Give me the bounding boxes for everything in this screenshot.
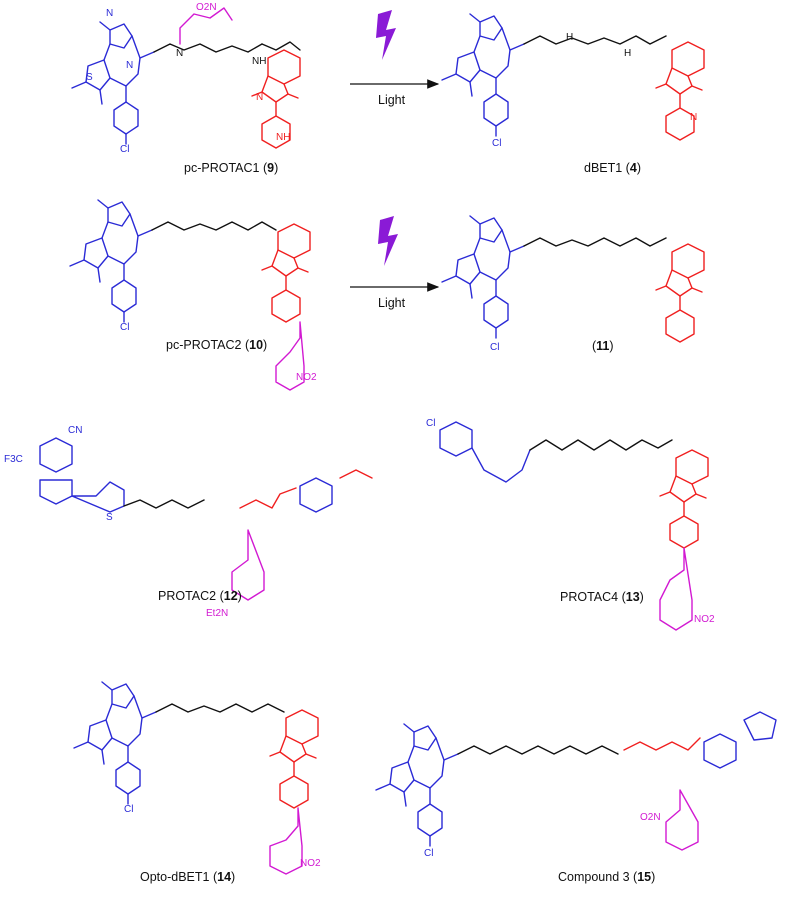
caption-12: PROTAC2 (12) [158, 589, 242, 603]
atom-label: N [690, 112, 697, 123]
atom-label: N [176, 48, 183, 59]
compound-9: O2N N Cl S N N NH N NH [71, 2, 301, 155]
arrow-label-2: Light [378, 296, 406, 310]
compound-11: Cl [441, 215, 705, 353]
atom-label: H [624, 48, 631, 59]
arrow-label-1: Light [378, 93, 406, 107]
compound-4: Cl H H N [441, 13, 705, 149]
atom-label: Cl [492, 138, 501, 149]
caption-13: PROTAC4 (13) [560, 590, 644, 604]
atom-label: N [106, 8, 113, 19]
atom-label: NO2 [694, 614, 715, 625]
atom-label: F3C [4, 454, 23, 465]
compound-10: NO2 Cl [69, 199, 317, 391]
atom-label: S [86, 72, 93, 83]
atom-label: S [106, 512, 113, 523]
caption-10: pc-PROTAC2 (10) [166, 338, 267, 352]
atom-label: N [256, 92, 263, 103]
atom-label: NH [276, 132, 290, 143]
atom-label: Et2N [206, 608, 228, 619]
atom-label: NO2 [300, 858, 321, 869]
caption-14: Opto-dBET1 (14) [140, 870, 235, 884]
compound-12: CN F3C Et2N S [4, 425, 373, 619]
light-bolt-icon [378, 216, 398, 266]
compound-14: Cl NO2 [73, 681, 321, 875]
compound-15: Cl O2N [375, 711, 777, 859]
caption-15: Compound 3 (15) [558, 870, 655, 884]
atom-label: CN [68, 425, 82, 436]
caption-9: pc-PROTAC1 (9) [184, 161, 278, 175]
atom-label: Cl [120, 322, 129, 333]
atom-label: N [126, 60, 133, 71]
atom-label: Cl [124, 804, 133, 815]
atom-label: Cl [426, 418, 435, 429]
atom-label: Cl [490, 342, 499, 353]
light-bolt-icon [376, 10, 396, 60]
atom-label: NH [252, 56, 266, 67]
caption-11: (11) [592, 339, 614, 353]
caption-4: dBET1 (4) [584, 161, 641, 175]
atom-label: O2N [640, 812, 661, 823]
atom-label: NO2 [296, 372, 317, 383]
compound-13: Cl NO2 [426, 418, 715, 631]
atom-label: H [566, 32, 573, 43]
atom-label: O2N [196, 2, 217, 13]
atom-label: Cl [424, 848, 433, 859]
atom-label: Cl [120, 144, 129, 155]
